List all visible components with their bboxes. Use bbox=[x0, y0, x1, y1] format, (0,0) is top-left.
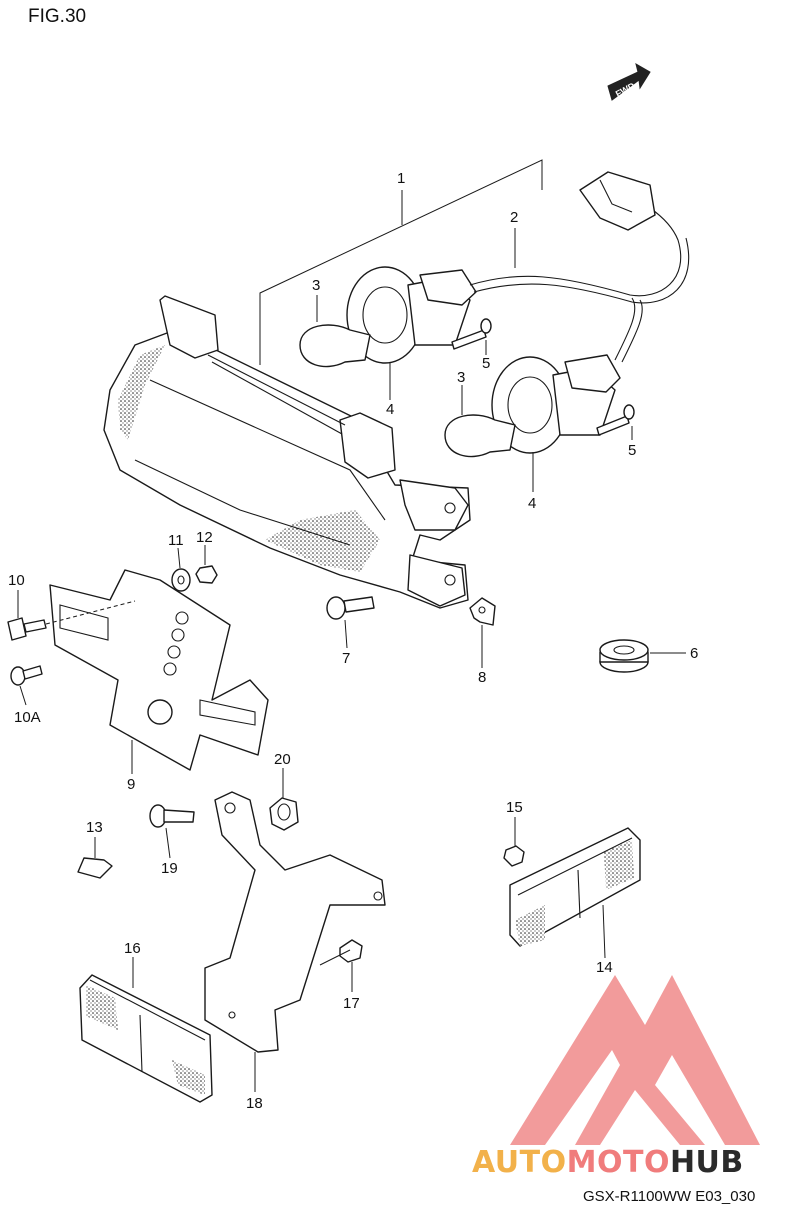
screw-5-upper-icon bbox=[451, 318, 492, 350]
tail-lamp-housing bbox=[103, 295, 471, 609]
part-label-6: 6 bbox=[690, 645, 698, 662]
part-label-12: 12 bbox=[196, 529, 213, 546]
watermark-hub: HUB bbox=[670, 1145, 744, 1180]
bulb-socket-lower bbox=[491, 354, 621, 454]
assembly-bracket-1 bbox=[259, 159, 543, 365]
part-label-17: 17 bbox=[343, 995, 360, 1012]
watermark-logo-icon bbox=[510, 975, 760, 1145]
watermark-auto: AUTO bbox=[472, 1145, 567, 1180]
nut-15-icon bbox=[503, 845, 525, 867]
part-label-2: 2 bbox=[510, 209, 518, 226]
wiring-harness bbox=[469, 171, 690, 363]
part-label-5-lower: 5 bbox=[628, 442, 636, 459]
model-code: GSX-R1100WW E03_030 bbox=[583, 1188, 755, 1205]
part-label-4-lower: 4 bbox=[528, 495, 536, 512]
watermark-wordmark: AUTOMOTOHUB bbox=[472, 1145, 744, 1180]
part-label-8: 8 bbox=[478, 669, 486, 686]
watermark-moto: MOTO bbox=[567, 1145, 670, 1180]
collar-nut-20-icon bbox=[269, 797, 299, 831]
part-labels: 1 2 3 3 4 4 5 5 6 7 8 9 10 10A 11 12 13 … bbox=[8, 170, 698, 1112]
part-label-3-upper: 3 bbox=[312, 277, 320, 294]
nut-17-icon bbox=[339, 939, 363, 963]
screw-10A-icon bbox=[10, 665, 43, 686]
part-label-15: 15 bbox=[506, 799, 523, 816]
part-label-14: 14 bbox=[596, 959, 613, 976]
license-plate-bracket-9 bbox=[49, 569, 269, 771]
reflector-14 bbox=[509, 827, 641, 947]
part-label-11: 11 bbox=[168, 532, 184, 549]
figure-label: FIG.30 bbox=[28, 6, 86, 27]
screw-19-icon bbox=[149, 804, 195, 828]
part-label-1: 1 bbox=[397, 170, 405, 187]
part-label-10A: 10A bbox=[14, 709, 41, 726]
washer-11-icon bbox=[171, 568, 191, 592]
part-label-4-upper: 4 bbox=[386, 401, 394, 418]
part-label-19: 19 bbox=[161, 860, 178, 877]
bolt-10-icon bbox=[7, 600, 136, 641]
bulb-lower-icon bbox=[444, 414, 516, 458]
part-label-9: 9 bbox=[127, 776, 135, 793]
nut-12-icon bbox=[195, 565, 218, 584]
part-label-18: 18 bbox=[246, 1095, 263, 1112]
clip-8-icon bbox=[469, 597, 496, 626]
bulb-upper-icon bbox=[299, 324, 371, 368]
screw-5-lower-icon bbox=[596, 404, 635, 436]
part-label-10: 10 bbox=[8, 572, 25, 589]
grommet-6-icon bbox=[599, 639, 649, 673]
leader-lines bbox=[17, 228, 686, 1092]
screw-7-icon bbox=[326, 596, 375, 620]
svg-text:AUTOMOTOHUB: AUTOMOTOHUB bbox=[472, 1145, 744, 1180]
part-label-5-upper: 5 bbox=[482, 355, 490, 372]
part-label-16: 16 bbox=[124, 940, 141, 957]
part-label-13: 13 bbox=[86, 819, 103, 836]
reflector-16 bbox=[79, 974, 213, 1103]
cap-13-icon bbox=[77, 857, 113, 879]
part-label-3-lower: 3 bbox=[457, 369, 465, 386]
part-label-7: 7 bbox=[342, 650, 350, 667]
forward-arrow-icon: FWD bbox=[607, 62, 651, 101]
part-label-20: 20 bbox=[274, 751, 291, 768]
reflector-bracket-18 bbox=[204, 791, 386, 1053]
